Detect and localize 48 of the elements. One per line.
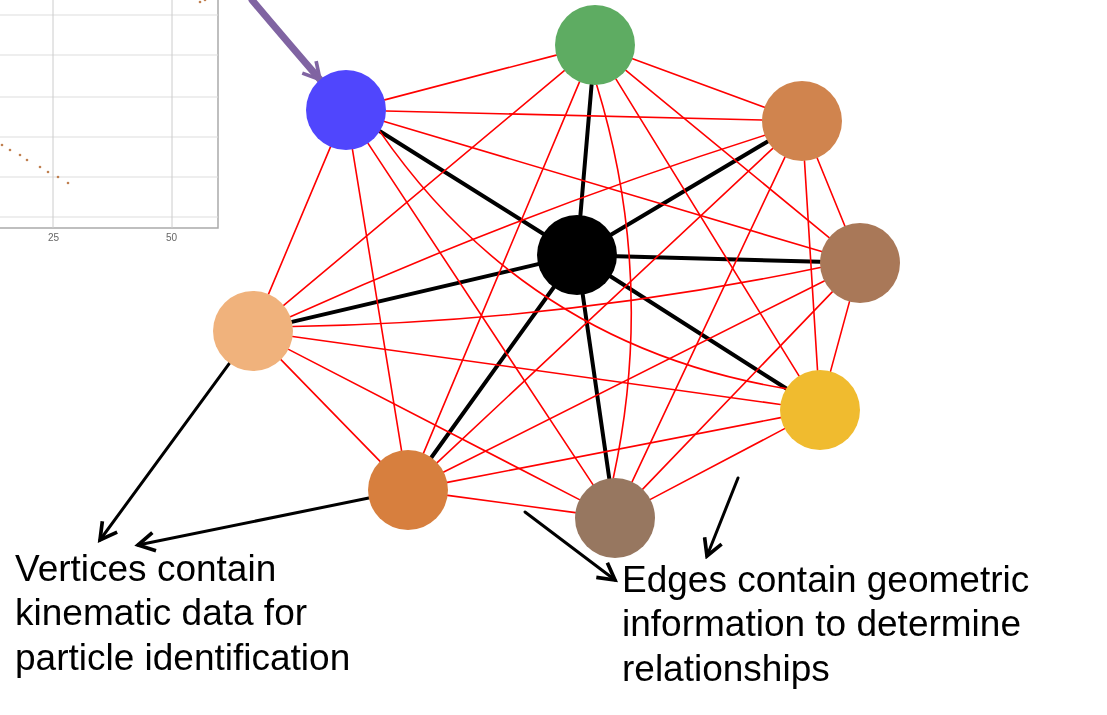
edge-line xyxy=(803,160,819,371)
edge-line xyxy=(631,58,766,108)
vertex-circle xyxy=(306,70,386,150)
edge-line xyxy=(289,134,766,318)
axis-tick-label: 50 xyxy=(166,232,178,243)
annotation-text: Vertices contain kinematic data for particle identification xyxy=(15,547,415,681)
vertex-circle xyxy=(555,5,635,85)
axis-tick-label: 25 xyxy=(48,232,60,243)
vertex-circle xyxy=(537,215,617,295)
arrow xyxy=(702,476,740,558)
arrow xyxy=(136,496,371,553)
edge-line xyxy=(446,416,782,484)
edge-line xyxy=(829,300,851,373)
edge-line xyxy=(595,84,633,479)
edge-line xyxy=(383,54,558,101)
vertex-circle xyxy=(368,450,448,530)
edge-line xyxy=(383,120,823,253)
edge-line xyxy=(615,254,822,264)
edge-line xyxy=(608,274,789,391)
edge-line xyxy=(287,348,581,501)
edge-line xyxy=(442,280,826,473)
edge-line xyxy=(816,157,846,227)
edge-line xyxy=(649,427,786,501)
edge-line xyxy=(267,146,332,295)
annotation-text: Edges contain geometric information to determine relationships xyxy=(622,558,1092,692)
edge-line xyxy=(625,69,830,239)
edge-line xyxy=(429,285,556,460)
edge-line xyxy=(385,110,763,121)
arrow xyxy=(248,0,324,84)
edge-line xyxy=(615,78,800,377)
edge-line xyxy=(367,142,594,486)
edge-line xyxy=(641,291,834,490)
edge-line xyxy=(422,81,581,454)
edge-line xyxy=(351,148,403,452)
edge-line xyxy=(631,156,786,483)
vertex-circle xyxy=(575,478,655,558)
edge-line xyxy=(578,82,594,218)
edge-line xyxy=(280,358,381,463)
edge-line xyxy=(291,266,822,328)
edge-line xyxy=(609,139,770,237)
edge-line xyxy=(282,69,566,307)
arrow xyxy=(523,510,617,582)
edge-line xyxy=(379,130,787,390)
edge-line xyxy=(580,292,612,481)
edge-line xyxy=(291,335,782,406)
edge-line xyxy=(436,147,774,464)
edge-line xyxy=(446,494,577,514)
arrow xyxy=(98,361,231,542)
